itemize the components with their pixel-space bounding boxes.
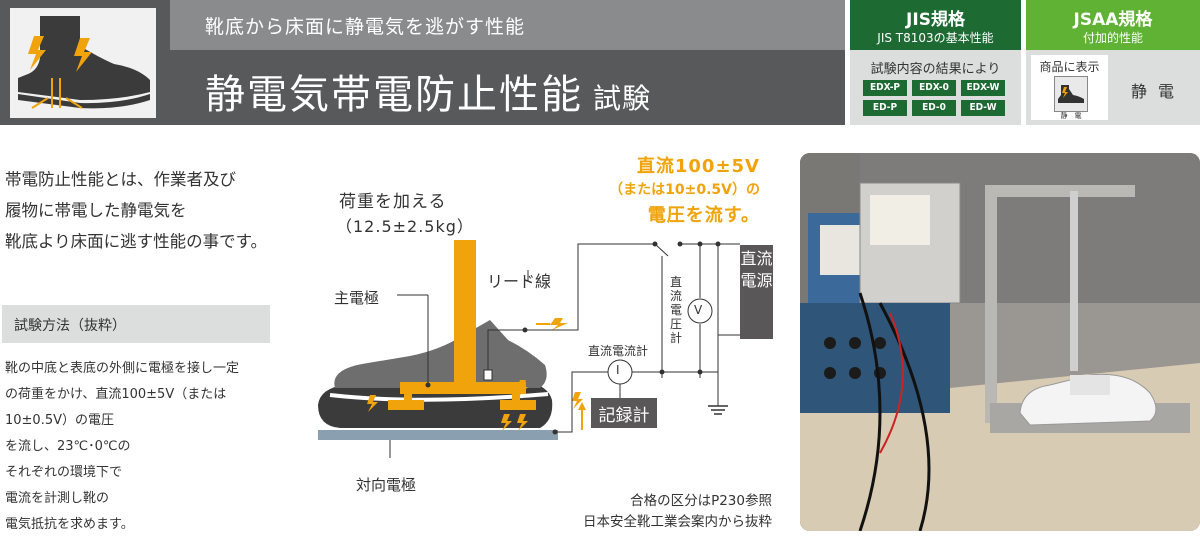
footnote-line2: 日本安全靴工業会案内から抜粋 <box>583 514 772 530</box>
voltage-callout-line1: 直流100±5V <box>636 156 760 177</box>
voltage-callout-line2: （または10±0.5V）の <box>609 182 760 198</box>
ammeter-symbol <box>607 359 633 385</box>
jis-note: 試験内容の結果により <box>870 62 1001 77</box>
page-title: 静電気帯電防止性能試験 <box>205 62 651 120</box>
jsaa-label: JSAA規格 <box>1073 10 1153 30</box>
test-diagram <box>318 240 740 458</box>
jis-label: JIS規格 <box>906 10 965 30</box>
method-line: の荷重をかけ、直流100±5V（または <box>5 387 227 402</box>
page-title-main: 静電気帯電防止性能 <box>205 72 583 118</box>
description: 帯電防止性能とは、作業者及び 履物に帯電した静電気を 靴底より床面に逃す性能の事… <box>5 164 305 257</box>
static-shoe-icon <box>1054 76 1088 112</box>
voltmeter-symbol-text: V <box>694 303 703 317</box>
recorder-box <box>591 398 657 428</box>
jis-badge-ed-0: ED-0 <box>912 100 956 116</box>
load-column <box>454 240 476 388</box>
load-label: 荷重を加える <box>339 192 447 212</box>
dc-power-box <box>740 245 773 339</box>
jsaa-show-label: 商品に表示 <box>1039 60 1100 74</box>
method-line: 靴の中底と表底の外側に電極を接し一定 <box>5 361 240 376</box>
method-line: 10±0.5V）の電圧 <box>5 413 115 428</box>
description-line: 帯電防止性能とは、作業者及び <box>5 170 236 189</box>
footnote-line1: 合格の区分はP230参照 <box>630 493 772 509</box>
jis-standard-header <box>850 0 1021 50</box>
header-subtitle: 靴底から床面に静電気を逃がす性能 <box>205 16 526 38</box>
load-value-label: （12.5±2.5kg） <box>336 217 474 236</box>
method-line: 電気抵抗を求めます。 <box>5 517 134 532</box>
voltage-callout-line3: 電圧を流す。 <box>647 205 760 226</box>
jis-sub: JIS T8103の基本性能 <box>877 31 994 45</box>
jis-badge-edx-0: EDX-0 <box>912 80 956 96</box>
shoe-static-discharge-icon <box>10 8 156 118</box>
header-subtitle-bar <box>170 0 845 50</box>
voltmeter-symbol <box>687 298 713 324</box>
method-heading: 試験方法（抜粋） <box>14 318 126 334</box>
lead-wire-label: リード線 <box>487 272 552 291</box>
main-electrode-bar <box>400 382 526 394</box>
test-apparatus-photo <box>800 153 1200 531</box>
voltmeter-label: 直流電圧計 <box>669 275 682 345</box>
counter-electrode-label: 対向電極 <box>356 476 417 494</box>
jsaa-sub: 付加的性能 <box>1082 31 1143 45</box>
method-heading-bar <box>2 305 270 343</box>
page-title-suffix: 試験 <box>593 82 652 115</box>
recorder-label: 記録計 <box>598 406 650 426</box>
jis-badge-ed-w: ED-W <box>961 100 1005 116</box>
method-text: 靴の中底と表底の外側に電極を接し一定 の荷重をかけ、直流100±5V（または 1… <box>5 356 285 538</box>
method-line: それぞれの環境下で <box>5 465 123 480</box>
description-line: 履物に帯電した静電気を <box>5 201 187 220</box>
jsaa-static-label: 静 電 <box>1130 82 1178 101</box>
ammeter-label: 直流電流計 <box>588 344 649 358</box>
jis-badge-ed-p: ED-P <box>863 100 907 116</box>
ammeter-symbol-text: I <box>616 363 620 377</box>
description-line: 靴底より床面に逃す性能の事です。 <box>5 232 268 251</box>
static-shoe-icon-text: 静 電 <box>1060 112 1082 120</box>
counter-electrode-plate <box>318 430 558 440</box>
jis-badge-edx-p: EDX-P <box>863 80 907 96</box>
spark-icons <box>367 318 583 431</box>
shoe-upper <box>334 320 547 388</box>
jsaa-standard-header <box>1026 0 1200 50</box>
dc-power-label: 直流電源 <box>740 249 773 290</box>
method-line: 電流を計測し靴の <box>5 491 110 506</box>
jis-badge-edx-w: EDX-W <box>961 80 1005 96</box>
main-electrode-label: 主電極 <box>334 289 380 307</box>
method-line: を流し、23℃･0℃の <box>5 439 131 454</box>
